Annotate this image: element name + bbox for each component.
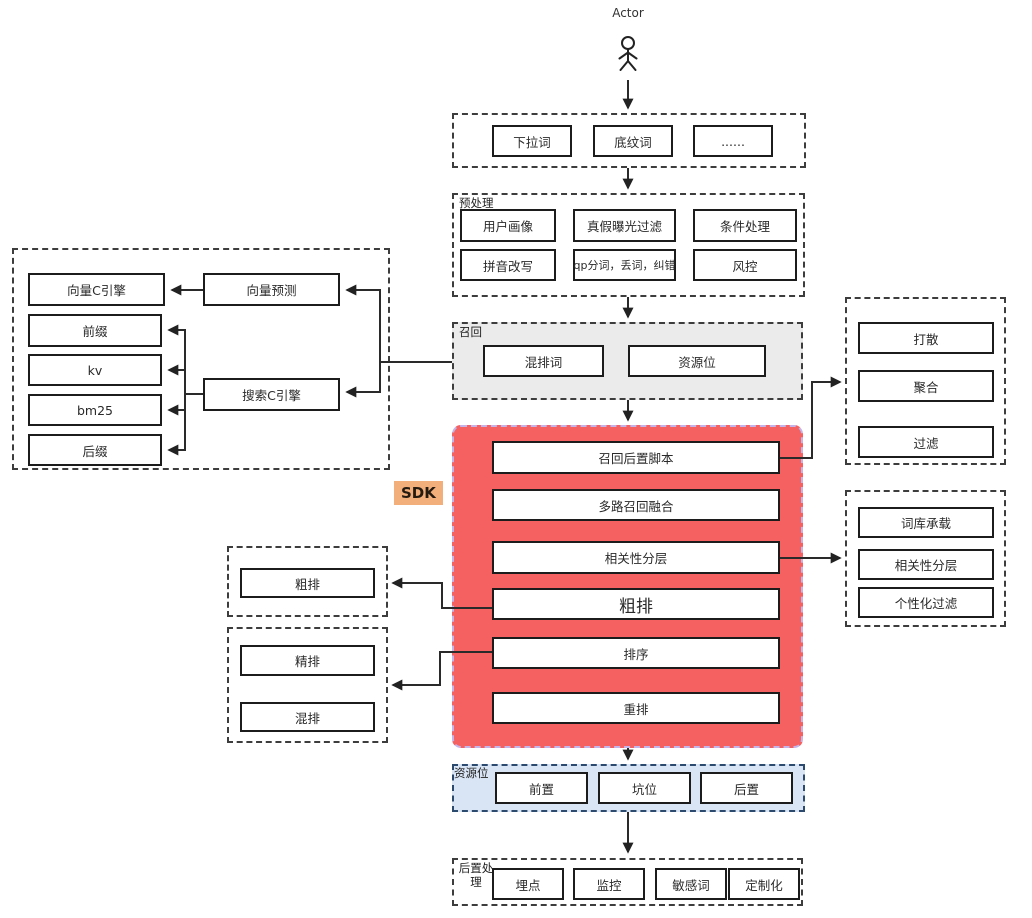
monitor-node: 监控 [573, 868, 645, 900]
exposure-filter-node: 真假曝光过滤 [573, 209, 676, 242]
risk-control-node: 风控 [693, 249, 797, 281]
preprocess-label: 预处理 [459, 196, 494, 210]
fine-rank-node: 精排 [240, 645, 375, 676]
resource-position-node: 资源位 [628, 345, 766, 377]
coarse-rank-node: 粗排 [240, 568, 375, 598]
user-profile-node: 用户画像 [460, 209, 556, 242]
post-process-group [452, 858, 803, 906]
sdk-tag: SDK [394, 481, 443, 505]
tracking-node: 埋点 [492, 868, 564, 900]
mixed-words-node: 混排词 [483, 345, 604, 377]
multi-recall-fusion-node: 多路召回融合 [492, 489, 780, 521]
relevance-layering-node: 相关性分层 [492, 541, 780, 574]
relevance-layer-node: 相关性分层 [858, 549, 994, 580]
suggest-dropdown-words-node: 下拉词 [492, 125, 572, 157]
vector-c-engine-node: 向量C引擎 [28, 273, 165, 306]
actor-icon [618, 36, 638, 71]
actor-label: Actor [612, 6, 644, 20]
vector-predict-node: 向量预测 [203, 273, 340, 306]
suggest-group [452, 113, 806, 168]
front-slot-node: 前置 [495, 772, 588, 804]
post-process-label: 后置处理 [458, 861, 494, 890]
customization-node: 定制化 [728, 868, 800, 900]
kv-node: kv [28, 354, 162, 386]
scatter-node: 打散 [858, 322, 994, 354]
lexicon-load-node: 词库承载 [858, 507, 994, 538]
relevance-group [845, 490, 1006, 627]
sensitive-words-node: 敏感词 [655, 868, 727, 900]
fine-rank-group [227, 627, 388, 743]
prefix-node: 前缀 [28, 314, 162, 347]
preprocess-group [452, 193, 805, 297]
personalized-filter-node: 个性化过滤 [858, 587, 994, 618]
suggest-shading-words-node: 底纹词 [593, 125, 673, 157]
suffix-node: 后缀 [28, 434, 162, 466]
sorting-node: 排序 [492, 637, 780, 669]
back-slot-node: 后置 [700, 772, 793, 804]
mixed-rank-node: 混排 [240, 702, 375, 732]
aggregate-node: 聚合 [858, 370, 994, 402]
bm25-node: bm25 [28, 394, 162, 426]
post-recall-group [845, 297, 1006, 465]
recall-post-script-node: 召回后置脚本 [492, 441, 780, 474]
coarse-ranking-node: 粗排 [492, 588, 780, 620]
resource-slot-label: 资源位 [454, 766, 489, 780]
qp-segment-node: qp分词，丢词，纠错 [573, 249, 676, 281]
search-c-engine-node: 搜索C引擎 [203, 378, 340, 411]
pinyin-rewrite-node: 拼音改写 [460, 249, 556, 281]
pit-slot-node: 坑位 [598, 772, 691, 804]
condition-handle-node: 条件处理 [693, 209, 797, 242]
suggest-more-node: ...... [693, 125, 773, 157]
recall-label: 召回 [459, 325, 482, 339]
re-ranking-node: 重排 [492, 692, 780, 724]
coarse-rank-group [227, 546, 388, 617]
filter-node: 过滤 [858, 426, 994, 458]
